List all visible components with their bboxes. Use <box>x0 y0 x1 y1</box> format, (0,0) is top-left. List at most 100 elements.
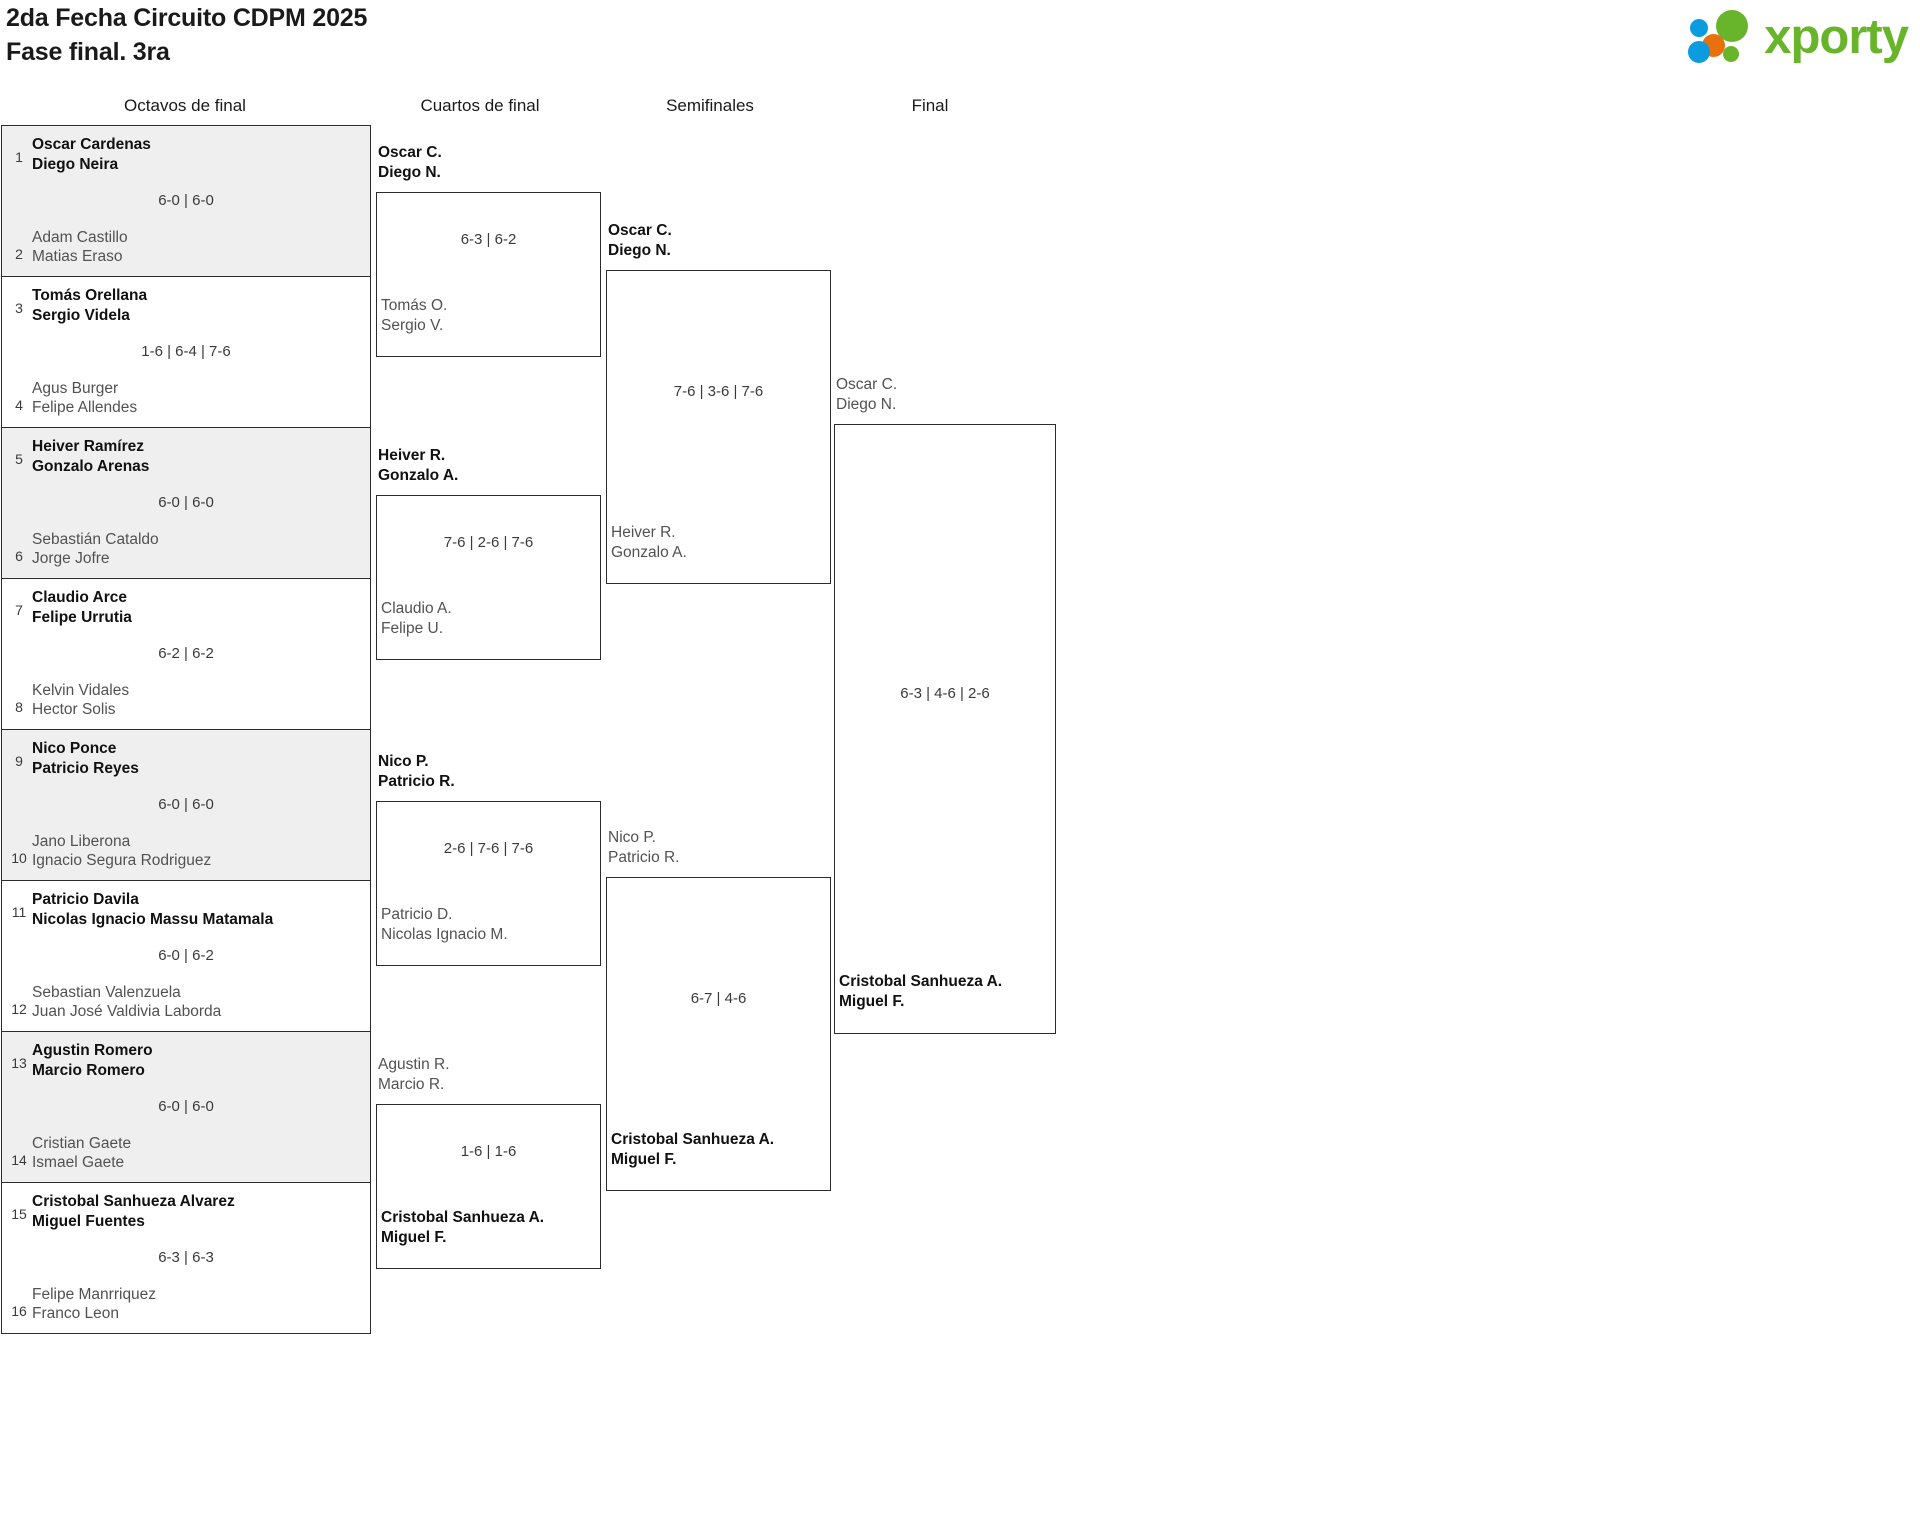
qf2-team-bottom: Claudio A. Felipe U. <box>381 599 452 638</box>
player-name: Jano Liberona <box>32 832 131 850</box>
player-name: Ismael Gaete <box>32 1154 125 1172</box>
logo-wordmark: xporty <box>1764 9 1909 64</box>
player-name: Sergio V. <box>381 316 444 334</box>
match-score: 6-3 | 6-3 <box>158 1249 214 1266</box>
r16-match-6[interactable]: 11 Patricio Davila Nicolas Ignacio Massu… <box>2 881 370 1032</box>
sf1-match-box[interactable]: 7-6 | 3-6 | 7-6 Heiver R. Gonzalo A. <box>606 270 831 584</box>
player-name: Felipe Allendes <box>32 399 138 417</box>
seed-number: 13 <box>11 1055 27 1071</box>
player-name: Nicolas Ignacio Massu Matamala <box>32 910 274 928</box>
team-bottom: Felipe Manrriquez Franco Leon <box>32 1285 364 1324</box>
player-name: Oscar C. <box>608 222 672 239</box>
match-score: 6-3 | 6-2 <box>460 231 517 248</box>
player-name: Patricio D. <box>381 906 453 923</box>
player-name: Hector Solis <box>32 701 116 719</box>
player-name: Sebastian Valenzuela <box>32 983 181 1001</box>
final-match-box[interactable]: 6-3 | 4-6 | 2-6 Cristobal Sanhueza A. Mi… <box>834 424 1056 1034</box>
team-top: Cristobal Sanhueza Alvarez Miguel Fuente… <box>32 1192 364 1231</box>
title-line-2: Fase final. 3ra <box>6 37 170 66</box>
qf1-team-bottom: Tomás O. Sergio V. <box>381 296 447 335</box>
seed-number: 14 <box>11 1152 27 1168</box>
player-name: Sergio Videla <box>32 306 130 324</box>
team-top: Tomás Orellana Sergio Videla <box>32 286 364 325</box>
player-name: Cristobal Sanhueza A. <box>839 973 1003 990</box>
player-name: Nico P. <box>608 829 656 846</box>
player-name: Oscar Cardenas <box>32 136 151 153</box>
qf1-match-box[interactable]: 6-3 | 6-2 Tomás O. Sergio V. <box>376 192 601 357</box>
team-bottom: Cristian Gaete Ismael Gaete <box>32 1134 364 1173</box>
match-score: 1-6 | 1-6 <box>460 1143 517 1160</box>
qf3-team-top: Nico P. Patricio R. <box>378 752 455 791</box>
player-name: Miguel F. <box>611 1150 677 1168</box>
player-name: Heiver R. <box>611 524 676 541</box>
team-bottom: Agus Burger Felipe Allendes <box>32 379 364 418</box>
player-name: Juan José Valdivia Laborda <box>32 1003 222 1021</box>
r16-match-1[interactable]: 1 Oscar Cardenas Diego Neira 6-0 | 6-0 2… <box>2 126 370 277</box>
qf3-match-box[interactable]: 2-6 | 7-6 | 7-6 Patricio D. Nicolas Igna… <box>376 801 601 966</box>
player-name: Patricio Reyes <box>32 759 139 777</box>
match-score: 6-0 | 6-0 <box>158 796 214 813</box>
player-name: Miguel F. <box>381 1228 447 1246</box>
match-score: 6-0 | 6-2 <box>158 947 214 964</box>
player-name: Nico Ponce <box>32 740 117 757</box>
player-name: Tomás Orellana <box>32 287 148 304</box>
match-score: 7-6 | 2-6 | 7-6 <box>443 534 534 551</box>
player-name: Felipe Manrriquez <box>32 1285 157 1303</box>
seed-number: 7 <box>15 602 23 618</box>
player-name: Agustin Romero <box>32 1042 153 1059</box>
team-top: Nico Ponce Patricio Reyes <box>32 739 364 778</box>
player-name: Franco Leon <box>32 1305 120 1323</box>
round-header-final: Final <box>911 96 949 115</box>
player-name: Miguel F. <box>839 992 905 1010</box>
team-bottom: Jano Liberona Ignacio Segura Rodriguez <box>32 832 364 871</box>
sf1-team-top: Oscar C. Diego N. <box>608 221 672 260</box>
match-score: 7-6 | 3-6 | 7-6 <box>673 383 764 400</box>
player-name: Diego N. <box>836 395 897 413</box>
player-name: Matias Eraso <box>32 248 123 266</box>
round-header-octavos: Octavos de final <box>124 96 246 115</box>
player-name: Tomás O. <box>381 297 448 314</box>
player-name: Sebastián Cataldo <box>32 530 159 548</box>
qf2-match-box[interactable]: 7-6 | 2-6 | 7-6 Claudio A. Felipe U. <box>376 495 601 660</box>
team-top: Claudio Arce Felipe Urrutia <box>32 588 364 627</box>
round-header-semis: Semifinales <box>666 96 754 115</box>
final-team-bottom-champion: Cristobal Sanhueza A. Miguel F. <box>839 972 1002 1011</box>
seed-number: 9 <box>15 753 23 769</box>
team-bottom: Kelvin Vidales Hector Solis <box>32 681 364 720</box>
seed-number: 8 <box>15 699 23 715</box>
seed-number: 10 <box>11 850 27 866</box>
player-name: Gonzalo A. <box>378 466 459 484</box>
player-name: Claudio Arce <box>32 589 128 606</box>
r16-match-4[interactable]: 7 Claudio Arce Felipe Urrutia 6-2 | 6-2 … <box>2 579 370 730</box>
round-octavos-column: 1 Oscar Cardenas Diego Neira 6-0 | 6-0 2… <box>1 125 371 1334</box>
player-name: Oscar C. <box>378 144 442 161</box>
seed-number: 12 <box>11 1001 27 1017</box>
player-name: Adam Castillo <box>32 228 128 246</box>
player-name: Gonzalo A. <box>611 543 687 561</box>
player-name: Agus Burger <box>32 379 119 397</box>
match-score: 6-2 | 6-2 <box>158 645 214 662</box>
logo-dots-icon <box>1688 8 1754 66</box>
r16-match-7[interactable]: 13 Agustin Romero Marcio Romero 6-0 | 6-… <box>2 1032 370 1183</box>
sf2-team-bottom: Cristobal Sanhueza A. Miguel F. <box>611 1130 774 1169</box>
player-name: Cristobal Sanhueza Alvarez <box>32 1193 235 1210</box>
r16-match-5[interactable]: 9 Nico Ponce Patricio Reyes 6-0 | 6-0 10… <box>2 730 370 881</box>
r16-match-2[interactable]: 3 Tomás Orellana Sergio Videla 1-6 | 6-4… <box>2 277 370 428</box>
player-name: Miguel Fuentes <box>32 1212 145 1230</box>
sf2-match-box[interactable]: 6-7 | 4-6 Cristobal Sanhueza A. Miguel F… <box>606 877 831 1191</box>
qf1-team-top: Oscar C. Diego N. <box>378 143 442 182</box>
qf4-match-box[interactable]: 1-6 | 1-6 Cristobal Sanhueza A. Miguel F… <box>376 1104 601 1269</box>
match-score: 1-6 | 6-4 | 7-6 <box>141 343 231 360</box>
match-score: 6-0 | 6-0 <box>158 192 214 209</box>
r16-match-3[interactable]: 5 Heiver Ramírez Gonzalo Arenas 6-0 | 6-… <box>2 428 370 579</box>
match-score: 6-3 | 4-6 | 2-6 <box>900 685 990 702</box>
player-name: Felipe Urrutia <box>32 608 132 626</box>
title-line-1: 2da Fecha Circuito CDPM 2025 <box>6 4 368 32</box>
r16-match-8[interactable]: 15 Cristobal Sanhueza Alvarez Miguel Fue… <box>2 1183 370 1334</box>
player-name: Heiver R. <box>378 447 446 464</box>
player-name: Heiver Ramírez <box>32 438 145 455</box>
team-bottom: Adam Castillo Matias Eraso <box>32 228 364 267</box>
team-top: Agustin Romero Marcio Romero <box>32 1041 364 1080</box>
seed-number: 1 <box>15 149 23 165</box>
